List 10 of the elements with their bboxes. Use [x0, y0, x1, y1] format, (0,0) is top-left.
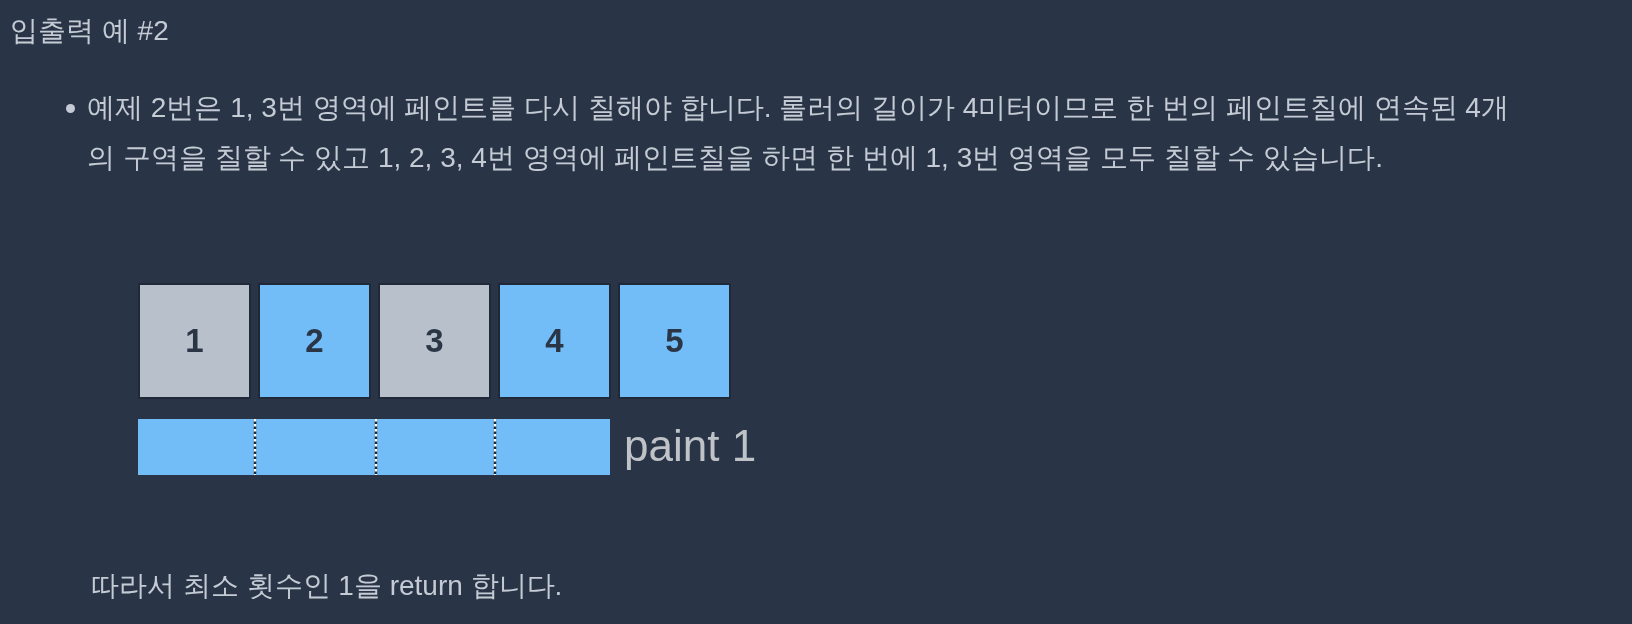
section-tile: 1: [138, 283, 251, 399]
section-tile: 3: [378, 283, 491, 399]
section-tile: 2: [258, 283, 371, 399]
result-text: 따라서 최소 횟수인 1을 return 합니다.: [91, 569, 564, 603]
paint-stroke: [138, 419, 610, 475]
stroke-label: paint 1: [624, 421, 757, 471]
section-tile: 4: [498, 283, 611, 399]
heading: 입출력 예 #2: [10, 14, 169, 48]
section-tile: 5: [618, 283, 731, 399]
description-text: 예제 2번은 1, 3번 영역에 페인트를 다시 칠해야 합니다. 롤러의 길이가 4미터이므로 한 번의 페인트칠에 연속된 4개의 구역을 칠할 수 있고 1, 2, 3, 4번 영역에 페인트칠을 하면 한 번에 1, 3번 영역을 모두 칠할 수 있습니다.: [87, 91, 1510, 175]
